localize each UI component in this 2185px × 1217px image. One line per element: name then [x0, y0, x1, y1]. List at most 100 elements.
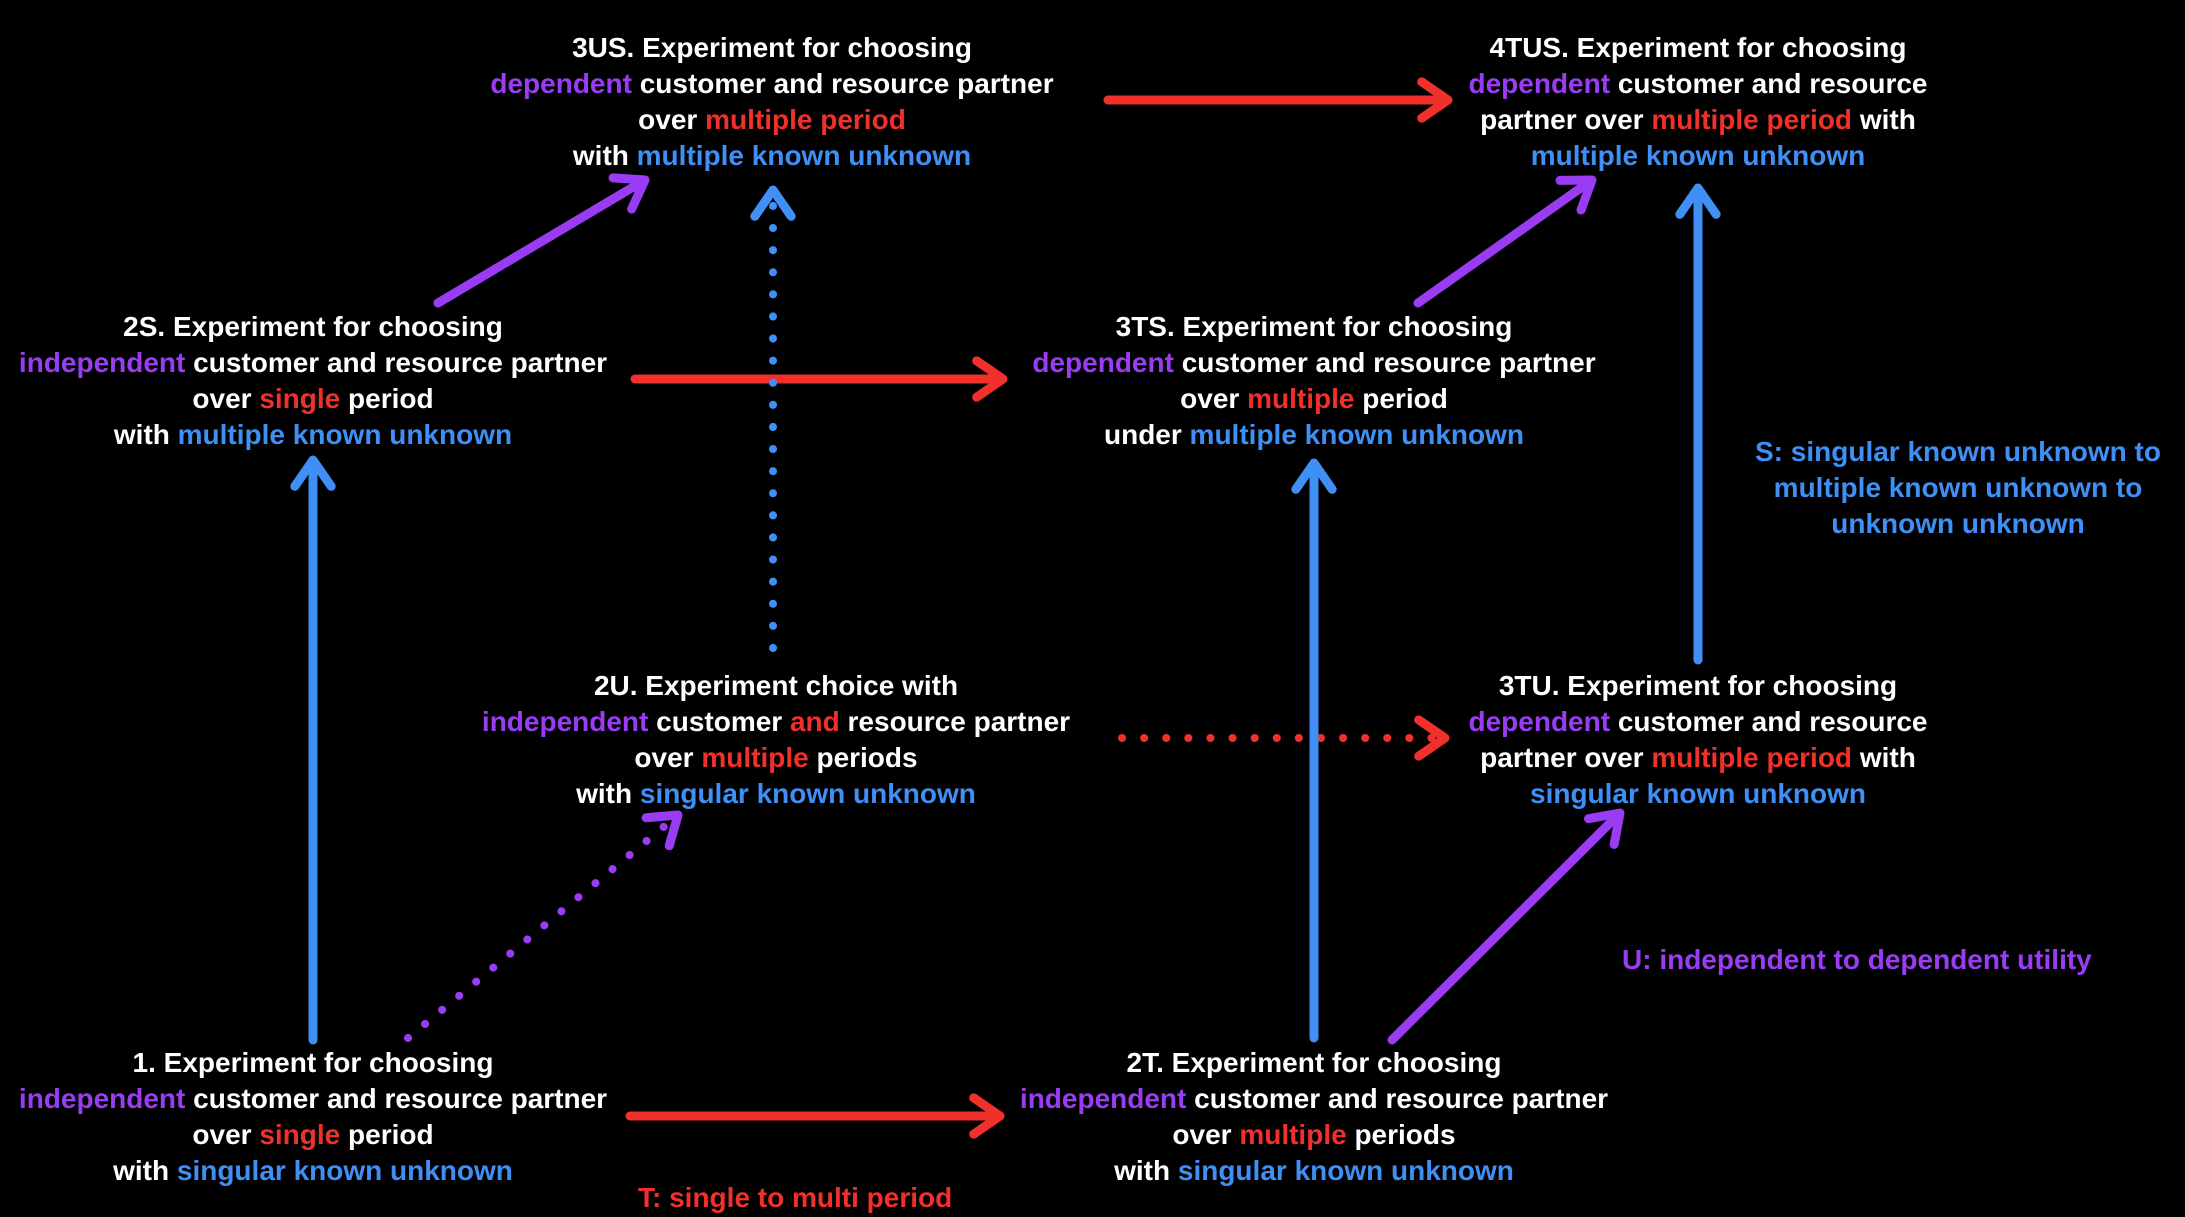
- node-line: dependent customer and resource partner: [490, 66, 1053, 102]
- node-text-segment: 3TU. Experiment for choosing: [1498, 670, 1898, 701]
- node-text-segment: with: [1114, 1155, 1178, 1186]
- node-text-segment: periods: [808, 742, 918, 773]
- node-text-segment: 1. Experiment for choosing: [132, 1047, 494, 1078]
- arrowhead-icon: [1675, 183, 1721, 219]
- node-text-segment: 2T. Experiment for choosing: [1126, 1047, 1502, 1078]
- node-text-segment: under: [1103, 419, 1190, 450]
- arrowhead-icon: [608, 173, 650, 214]
- node-text-segment: singular known unknown: [1177, 1155, 1514, 1186]
- node-line: independent customer and resource partne…: [19, 345, 607, 381]
- node-text-segment: independent: [1019, 1083, 1187, 1114]
- edge-n3ts-to-n4tus: [1413, 175, 1597, 308]
- node-line: 2T. Experiment for choosing: [1020, 1045, 1608, 1081]
- node-text-segment: multiple: [1247, 383, 1355, 414]
- node-text-segment: 4TUS. Experiment for choosing: [1489, 32, 1907, 63]
- node-text-segment: with: [113, 1155, 177, 1186]
- edge-n3tu-to-n4tus: [1675, 183, 1721, 665]
- node-line: under multiple known unknown: [1032, 417, 1595, 453]
- node-line: 4TUS. Experiment for choosing: [1468, 30, 1927, 66]
- edge-n2u-to-n3us: [750, 185, 796, 652]
- edge-n2s-to-n3us: [433, 173, 650, 308]
- node-text-segment: singular known unknown: [639, 778, 976, 809]
- node-text-segment: period: [340, 1119, 434, 1150]
- node-text-segment: period: [340, 383, 434, 414]
- node-text-segment: customer: [648, 706, 790, 737]
- node-text-segment: independent: [481, 706, 649, 737]
- node-line: over multiple period: [1032, 381, 1595, 417]
- edge-n2t-to-n3tu: [1387, 808, 1625, 1045]
- edge-n1-to-n2u: [404, 810, 683, 1042]
- node-text-segment: over: [1180, 383, 1248, 414]
- node-text-segment: over: [638, 104, 706, 135]
- node-text-segment: with: [572, 140, 637, 171]
- node-text-segment: customer and resource partner: [1186, 1083, 1609, 1114]
- node-line: dependent customer and resource: [1468, 704, 1927, 740]
- node-line: 2S. Experiment for choosing: [19, 309, 607, 345]
- node-text-segment: dependent: [1468, 706, 1611, 737]
- legend-line: unknown unknown: [1831, 508, 2085, 539]
- node-line: 3TU. Experiment for choosing: [1468, 668, 1927, 704]
- node-text-segment: over: [192, 1119, 260, 1150]
- node-text-segment: partner over: [1480, 104, 1652, 135]
- arrowhead-icon: [290, 455, 336, 491]
- node-4tus: 4TUS. Experiment for choosing dependent c…: [1468, 30, 1927, 174]
- node-text-segment: multiple period: [1651, 104, 1853, 135]
- node-line: dependent customer and resource partner: [1032, 345, 1595, 381]
- arrowhead-icon: [750, 185, 796, 221]
- node-line: over single period: [19, 381, 607, 417]
- edge-line: [404, 814, 678, 1042]
- node-text-segment: multiple period: [705, 104, 906, 135]
- node-line: 1. Experiment for choosing: [19, 1045, 607, 1081]
- legend-line: T: single to multi period: [638, 1182, 953, 1213]
- node-text-segment: over: [1172, 1119, 1240, 1150]
- node-text-segment: singular known unknown: [176, 1155, 513, 1186]
- arrowhead-icon: [1414, 715, 1450, 761]
- node-text-segment: periods: [1346, 1119, 1456, 1150]
- node-text-segment: customer and resource partner: [185, 347, 608, 378]
- node-line: singular known unknown: [1468, 776, 1927, 812]
- node-text-segment: with: [113, 419, 178, 450]
- node-text-segment: multiple: [701, 742, 809, 773]
- node-text-segment: independent: [18, 1083, 186, 1114]
- node-text-segment: customer and resource partner: [1173, 347, 1596, 378]
- node-text-segment: multiple known unknown: [177, 419, 513, 450]
- node-line: over multiple periods: [1020, 1117, 1608, 1153]
- legend-t: T: single to multi period: [638, 1180, 952, 1216]
- edge-n1-to-n2t: [625, 1093, 1005, 1139]
- edge-line: [1387, 812, 1621, 1045]
- node-line: independent customer and resource partne…: [1020, 1081, 1608, 1117]
- edge-n3us-to-n4tus: [1103, 77, 1453, 123]
- legend-line: U: independent to dependent utility: [1622, 944, 2092, 975]
- node-line: independent customer and resource partne…: [19, 1081, 607, 1117]
- node-line: 3TS. Experiment for choosing: [1032, 309, 1595, 345]
- edge-line: [1413, 178, 1592, 308]
- node-text-segment: with: [576, 778, 640, 809]
- legend-u: U: independent to dependent utility: [1622, 942, 2092, 978]
- edge-n2u-to-n3tu: [1118, 715, 1450, 761]
- node-text-segment: 2S. Experiment for choosing: [123, 311, 503, 342]
- node-text-segment: partner over: [1480, 742, 1652, 773]
- node-text-segment: over: [192, 383, 260, 414]
- node-text-segment: multiple known unknown: [1530, 140, 1866, 171]
- node-text-segment: multiple period: [1651, 742, 1853, 773]
- node-text-segment: customer and resource: [1610, 68, 1928, 99]
- arrowhead-icon: [1291, 458, 1337, 494]
- node-text-segment: and: [789, 706, 840, 737]
- node-text-segment: 3US. Experiment for choosing: [572, 32, 972, 63]
- node-line: over multiple periods: [482, 740, 1070, 776]
- node-text-segment: single: [259, 1119, 341, 1150]
- node-text-segment: dependent: [1468, 68, 1611, 99]
- arrowhead-icon: [1417, 77, 1453, 123]
- node-line: 2U. Experiment choice with: [482, 668, 1070, 704]
- node-text-segment: over: [634, 742, 702, 773]
- node-line: with multiple known unknown: [490, 138, 1053, 174]
- node-line: partner over multiple period with: [1468, 740, 1927, 776]
- node-line: independent customer and resource partne…: [482, 704, 1070, 740]
- arrowhead-icon: [972, 356, 1008, 402]
